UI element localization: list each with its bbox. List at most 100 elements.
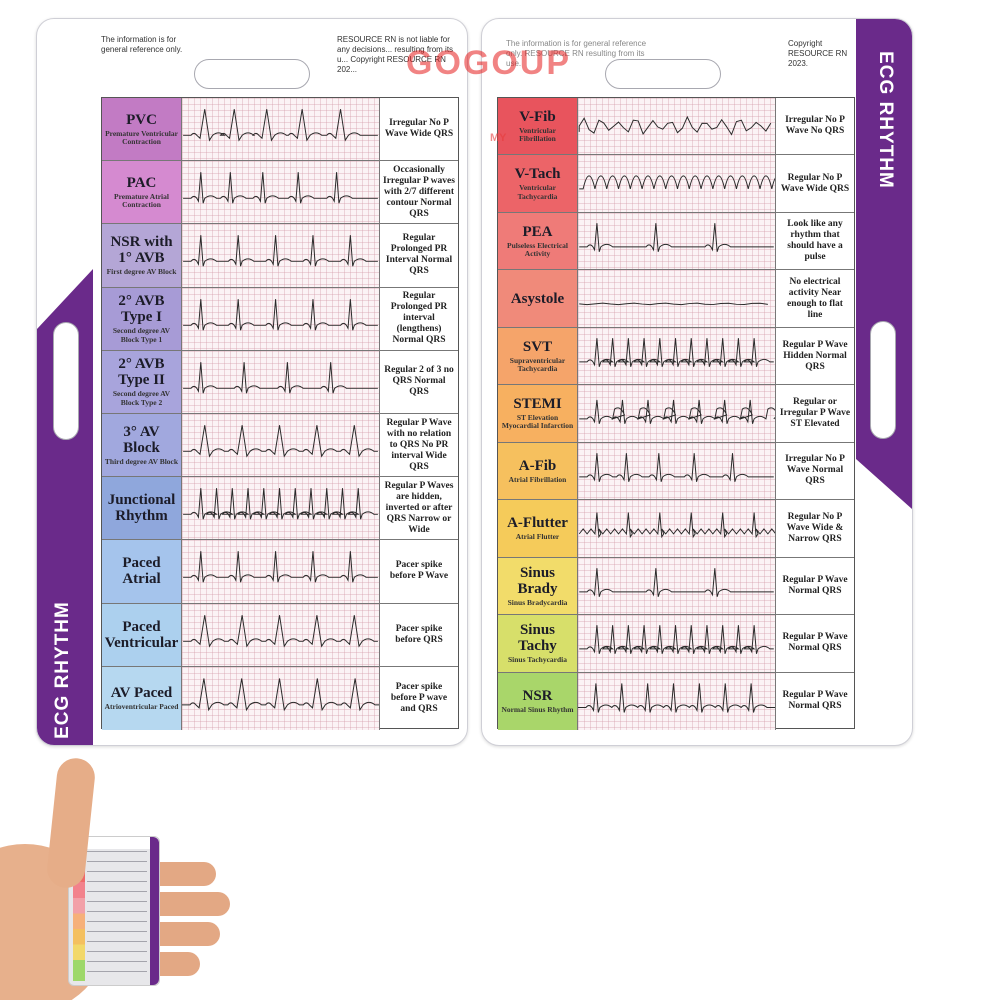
rhythm-name: SVT — [522, 338, 553, 355]
ecg-trace — [579, 302, 768, 306]
ecg-strip — [182, 224, 380, 287]
ecg-trace — [579, 625, 774, 655]
ecg-waveform — [578, 115, 772, 136]
rhythm-name: NSR — [522, 688, 553, 704]
rhythm-subtitle: First degree AV Block — [106, 267, 177, 277]
ecg-trace — [578, 115, 772, 136]
ecg-waveform — [579, 337, 774, 367]
rhythm-subtitle: Ventricular Tachycardia — [517, 183, 558, 201]
ecg-waveform — [579, 567, 774, 597]
rhythm-description: Regular P Wave Normal QRS — [782, 690, 848, 712]
ecg-waveform — [579, 625, 774, 655]
rhythm-subtitle: Third degree AV Block — [104, 456, 179, 466]
ecg-strip — [578, 615, 776, 672]
rhythm-name: 3° AV Block — [123, 423, 160, 456]
rhythm-subtitle: Supraventricular Tachycardia — [509, 355, 566, 374]
lanyard-slot-top — [194, 59, 310, 89]
ecg-strip — [578, 557, 776, 615]
rhythm-subtitle: Ventricular Fibrillation — [519, 125, 556, 144]
rhythm-name-cell: Paced Ventricular — [102, 603, 182, 666]
rhythm-subtitle: Second degree AV Block Type 1 — [112, 326, 171, 344]
rhythm-name: Paced Ventricular — [104, 618, 179, 651]
ecg-strip — [182, 477, 380, 540]
ecg-strip — [578, 442, 776, 500]
ecg-strip — [578, 98, 776, 155]
ecg-trace — [183, 298, 378, 330]
ecg-waveform — [183, 488, 378, 520]
ecg-waveform — [182, 678, 379, 712]
ecg-trace — [183, 488, 378, 520]
rhythm-description: Regular Prolonged PR interval (lengthens… — [390, 291, 448, 346]
ecg-card-right: ECG RHYTHM The information is for genera… — [481, 18, 913, 746]
ecg-trace — [579, 400, 775, 425]
rhythm-name: 2° AVB Type I — [118, 293, 165, 326]
rhythm-subtitle: Pulseless Electrical Activity — [506, 240, 569, 259]
rhythm-description: Occasionally Irregular P waves with 2/7 … — [383, 164, 455, 219]
ecg-waveform — [579, 223, 774, 252]
ecg-waveform — [578, 512, 775, 539]
rhythm-description: Irregular No P Wave Wide QRS — [384, 118, 454, 140]
rhythm-subtitle: Sinus Bradycardia — [507, 597, 568, 607]
ecg-waveform — [183, 298, 378, 330]
rhythm-name: A-Flutter — [507, 515, 568, 532]
rhythm-subtitle: Sinus Tachycardia — [508, 655, 567, 665]
ecg-waveform — [579, 175, 775, 190]
disclaimer-note: The information is for general reference… — [506, 39, 647, 68]
rhythm-description: Regular P Wave Normal QRS — [782, 574, 848, 596]
lanyard-slot-top — [604, 59, 721, 89]
rhythm-name: 2° AVB Type II — [118, 356, 165, 389]
rhythm-name-cell: Asystole — [498, 270, 578, 327]
ecg-waveform — [183, 425, 378, 458]
rhythm-description: Pacer spike before QRS — [395, 623, 443, 645]
rhythm-name: Sinus Brady — [517, 564, 558, 597]
rhythm-name: Sinus Tachy — [518, 622, 557, 655]
rhythm-name-cell: Paced Atrial — [102, 540, 182, 603]
ecg-waveform — [579, 400, 775, 425]
ecg-trace — [183, 551, 378, 583]
rhythm-description: Irregular No P Wave Normal QRS — [785, 454, 845, 487]
rhythm-name: AV Paced — [110, 685, 173, 702]
rhythm-description: Pacer spike before P wave and QRS — [390, 681, 448, 714]
rhythm-description: Look like any rhythm that should have a … — [787, 219, 843, 263]
ecg-trace — [183, 109, 378, 142]
ecg-strip — [182, 603, 380, 666]
rhythm-name: PVC — [126, 111, 157, 128]
ecg-strip — [578, 155, 776, 212]
ecg-trace — [183, 235, 378, 267]
ecg-trace — [579, 175, 775, 190]
rhythm-subtitle: Atrial Flutter — [515, 532, 560, 542]
rhythm-description: Irregular No P Wave No QRS — [785, 115, 845, 137]
ecg-waveform — [183, 551, 378, 583]
ecg-strip — [182, 350, 380, 413]
ecg-strip — [578, 212, 776, 270]
rhythm-name: Asystole — [510, 290, 565, 307]
mini-card-strips — [87, 851, 147, 981]
ecg-strip — [182, 287, 380, 350]
liability-note: RESOURCE RN is not liable for any decisi… — [337, 35, 454, 74]
ecg-trace — [183, 614, 378, 648]
rhythm-description: Pacer spike before P Wave — [389, 560, 449, 582]
rhythm-description: Regular No P Wave Wide & Narrow QRS — [786, 511, 844, 544]
ecg-strip — [578, 270, 776, 327]
